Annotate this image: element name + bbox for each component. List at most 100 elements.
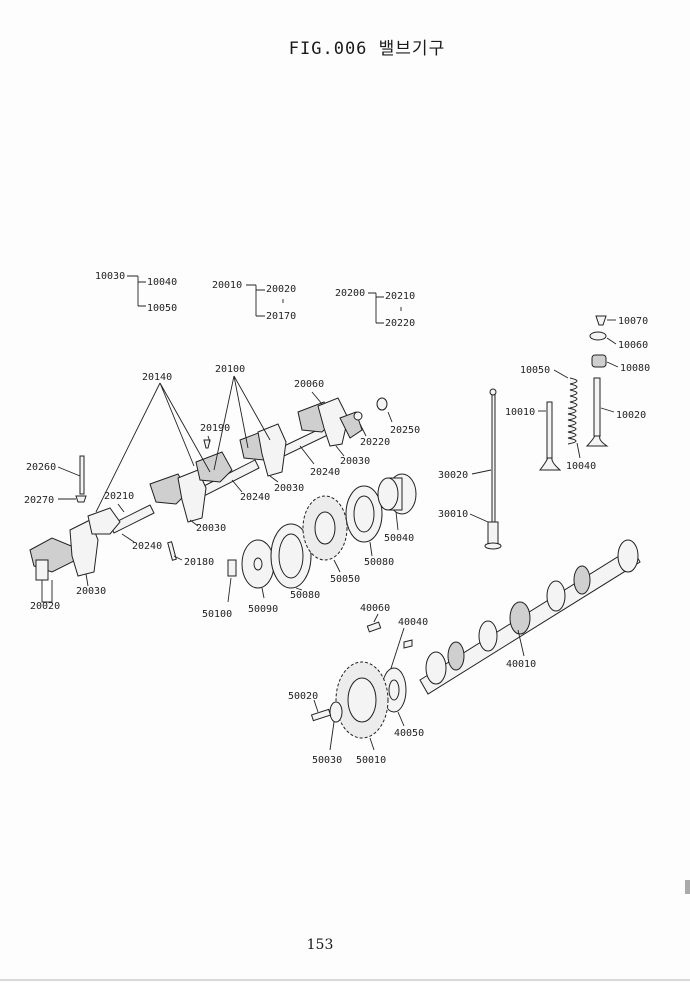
label-50080-b: 50080 xyxy=(364,557,394,568)
label-50100: 50100 xyxy=(202,609,232,620)
camshaft-end xyxy=(617,539,639,573)
page-number: 153 xyxy=(306,937,334,953)
label-30020: 30020 xyxy=(438,470,468,481)
thrust-washer-hole-a xyxy=(278,533,304,579)
label-10080: 10080 xyxy=(620,363,650,374)
label-40050: 40050 xyxy=(394,728,424,739)
label-20030-c: 20030 xyxy=(196,523,226,534)
washer-50030 xyxy=(329,701,343,723)
label-50090: 50090 xyxy=(248,604,278,615)
bottom-scan-edge xyxy=(0,979,690,981)
label-40010: 40010 xyxy=(506,659,536,670)
label-30010: 30010 xyxy=(438,509,468,520)
tappet-shape xyxy=(487,521,499,547)
bolt-50020 xyxy=(310,708,332,722)
label-50040: 50040 xyxy=(384,533,414,544)
label-20210: 20210 xyxy=(104,491,134,502)
label-20200: 20200 xyxy=(335,288,365,299)
journal-2 xyxy=(509,601,531,635)
label-50030: 50030 xyxy=(312,755,342,766)
cam-gear-hub xyxy=(347,677,377,723)
label-20190: 20190 xyxy=(200,423,230,434)
label-20030-b: 20030 xyxy=(274,483,304,494)
label-20220-group: 20220 xyxy=(385,318,415,329)
label-50020: 50020 xyxy=(288,691,318,702)
label-40040: 40040 xyxy=(398,617,428,628)
screw-20190 xyxy=(203,439,211,449)
rocker-arm-1 xyxy=(87,507,121,535)
push-rod-shape xyxy=(491,391,496,523)
label-20250: 20250 xyxy=(390,425,420,436)
idler-gear-hub xyxy=(314,511,336,545)
label-10010: 10010 xyxy=(505,407,535,418)
group-20010: 20010 20020 20170 xyxy=(212,280,296,322)
label-20140: 20140 xyxy=(142,372,172,383)
label-50050: 50050 xyxy=(330,574,360,585)
label-20170-group: 20170 xyxy=(266,311,296,322)
label-10070: 10070 xyxy=(618,316,648,327)
label-10050-group: 10050 xyxy=(147,303,177,314)
label-20210-group: 20210 xyxy=(385,291,415,302)
inner-spring-shape xyxy=(567,407,577,445)
journal-3 xyxy=(425,651,447,685)
label-10040: 10040 xyxy=(566,461,596,472)
label-20260: 20260 xyxy=(26,462,56,473)
rocker-bracket-4 xyxy=(317,397,349,447)
cam-lobe-2 xyxy=(478,620,498,652)
snap-ring-20250 xyxy=(376,397,388,411)
tappet-base xyxy=(484,542,502,550)
bolt-50100 xyxy=(227,559,237,577)
cam-lobe-3 xyxy=(447,641,465,671)
label-20240-c: 20240 xyxy=(132,541,162,552)
exhaust-valve-head xyxy=(585,435,609,447)
group-10030: 10030 10040 10050 xyxy=(95,271,177,314)
group-20200: 20200 20210 20220 xyxy=(335,288,415,329)
label-20270: 20270 xyxy=(24,495,54,506)
label-20240-b: 20240 xyxy=(240,492,270,503)
label-20020-group: 20020 xyxy=(266,284,296,295)
label-20010: 20010 xyxy=(212,280,242,291)
label-20220: 20220 xyxy=(360,437,390,448)
label-10030: 10030 xyxy=(95,271,125,282)
outer-spring-shape xyxy=(569,377,578,409)
label-10020: 10020 xyxy=(616,410,646,421)
label-20020: 20020 xyxy=(30,601,60,612)
label-20030-d: 20030 xyxy=(76,586,106,597)
intake-valve-head xyxy=(539,457,562,471)
rocker-arm-post xyxy=(35,559,49,581)
journal-1 xyxy=(546,580,566,612)
label-10050: 10050 xyxy=(520,365,550,376)
push-rod-tip xyxy=(489,388,497,396)
valve-cap-shape xyxy=(591,354,607,368)
plug-20220 xyxy=(353,411,363,421)
scan-edge-mark xyxy=(685,880,690,894)
label-10060: 10060 xyxy=(618,340,648,351)
valve-cotter-shape xyxy=(595,315,607,326)
label-20100: 20100 xyxy=(215,364,245,375)
camshaft-assembly: 40010 40060 40040 40050 50010 50030 xyxy=(288,539,641,766)
pin-20180 xyxy=(167,541,177,561)
bolt-40060 xyxy=(366,621,382,633)
label-10040-group: 10040 xyxy=(147,277,177,288)
label-40060: 40060 xyxy=(360,603,390,614)
label-20240-a: 20240 xyxy=(310,467,340,478)
idler-gear-assembly: 50100 50090 50080 50050 50080 50040 xyxy=(202,473,417,620)
figure-title: FIG.006 밸브기구 xyxy=(288,39,446,59)
thrust-plate-hole xyxy=(388,679,400,701)
plate-hole xyxy=(253,557,263,571)
label-50010: 50010 xyxy=(356,755,386,766)
idler-shaft-face xyxy=(377,477,399,511)
rocker-arm-assembly: 20140 20100 20060 20250 20220 20190 2003… xyxy=(24,364,420,612)
intake-valve-stem xyxy=(546,401,553,461)
thrust-washer-hole-b xyxy=(353,495,375,533)
rocker-bracket-3 xyxy=(257,423,287,477)
exhaust-valve-stem xyxy=(593,377,601,437)
label-20180: 20180 xyxy=(184,557,214,568)
valve-assembly: 10070 10060 10080 10050 10040 10010 xyxy=(505,315,650,472)
bolt-20260 xyxy=(79,455,85,495)
spring-retainer-shape xyxy=(589,331,607,341)
label-20060: 20060 xyxy=(294,379,324,390)
label-20030-a: 20030 xyxy=(340,456,370,467)
